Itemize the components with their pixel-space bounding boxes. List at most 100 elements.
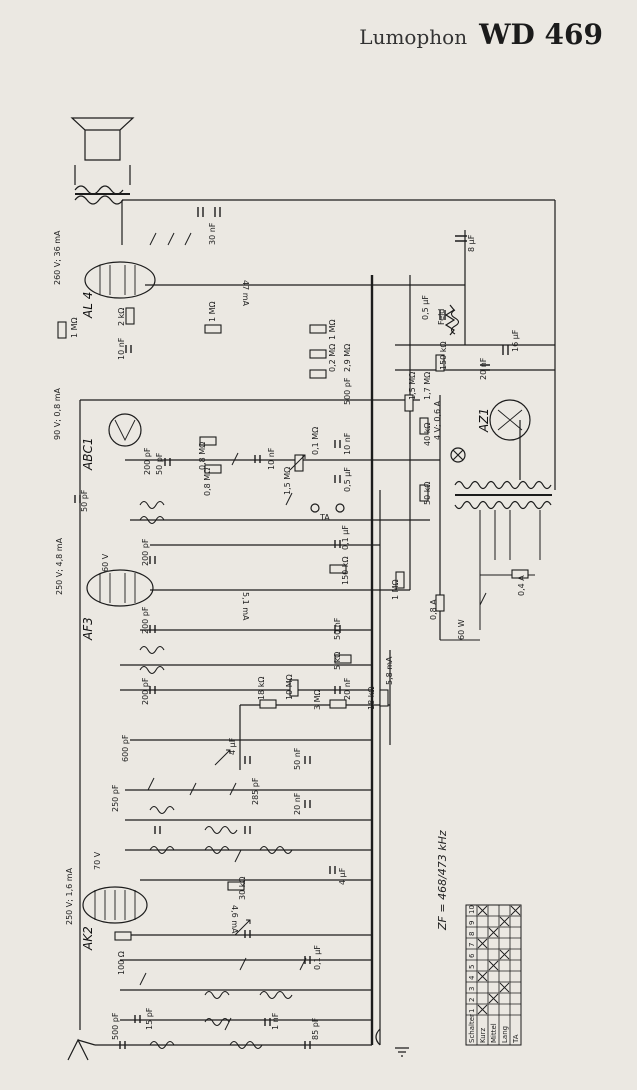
label-c15pf: 15 pF: [145, 1007, 154, 1030]
label-r15mv: 1,5 MΩ: [283, 467, 292, 495]
label-c50pf-b: 50 pF: [80, 489, 89, 512]
switch-table-mark: [488, 960, 499, 971]
label-r02: 0,2 MΩ: [328, 344, 337, 372]
switch-table-mark: [510, 905, 521, 916]
label-al4: AL 4: [81, 292, 95, 319]
label-c600pf: 600 pF: [121, 734, 130, 762]
label-r17m: 1,7 MΩ: [423, 372, 432, 400]
tube-ak2: [82, 886, 148, 924]
label-i46ma: 4,6 mA: [230, 905, 239, 934]
label-r30k: 30 kΩ: [238, 877, 247, 900]
tube-abc1: [108, 413, 142, 447]
label-c200pf-c: 200 pF: [141, 606, 150, 634]
label-c20nf-b: 20 nF: [343, 677, 352, 700]
label-i47ma: 47 mA: [241, 280, 250, 307]
label-i51ma: 5,1 mA: [241, 592, 250, 621]
label-r15m: 1,5 MΩ: [408, 372, 417, 400]
switch-table-mark: [488, 927, 499, 938]
switch-table-mark: [499, 949, 510, 960]
label-i58ma: 5,8 mA: [385, 656, 394, 685]
label-c1nf: 1 nF: [271, 1012, 280, 1030]
label-ak2-anode: 70 V: [93, 851, 102, 870]
label-abc1-voltage: 90 V; 0,8 mA: [53, 388, 62, 440]
label-c500pf-b: 500 pF: [111, 1012, 120, 1040]
label-ta: TA: [319, 513, 330, 522]
switch-table-mark: [488, 993, 499, 1004]
switch-table-row-label: Kurz: [479, 1027, 487, 1043]
tube-af3: [86, 569, 154, 607]
switch-table-header-cell: 1: [468, 1009, 476, 1013]
switch-table-mark: [477, 971, 488, 982]
label-c4uf: 4 μF: [228, 737, 237, 755]
label-r1m-a: 1 MΩ: [70, 317, 79, 338]
label-c200pf-d: 200 pF: [141, 677, 150, 705]
label-r3m: 3 MΩ: [313, 689, 322, 710]
tube-az1: [489, 399, 531, 441]
label-r18k-b: 18 kΩ: [367, 687, 376, 710]
label-af3-anode: 60 V: [101, 553, 110, 572]
switch-table-header-cell: 5: [468, 965, 476, 969]
component-labels: AL 4 ABC1 AF3 AK2 AZ1 260 V; 36 mA 90 V;…: [53, 222, 526, 1040]
label-r08m-b: 0,8 MΩ: [203, 468, 212, 496]
label-r150k-b: 150 kΩ: [341, 556, 350, 585]
label-c50nf-b: 50 nF: [293, 747, 302, 770]
label-c10nf-c: 10 nF: [343, 432, 352, 455]
switch-table-header-cell: 8: [468, 932, 476, 936]
label-c30nf: 30 nF: [208, 222, 217, 245]
label-r1m-b: 1 MΩ: [208, 301, 217, 322]
label-c250pf: 250 pF: [111, 784, 120, 812]
switch-table-mark: [477, 938, 488, 949]
label-r18k: 18 kΩ: [257, 677, 266, 700]
label-r40k: 40 kΩ: [423, 423, 432, 446]
label-r50k: 50 kΩ: [423, 482, 432, 505]
if-frequency-label: ZF = 468/473 kHz: [436, 830, 449, 931]
label-c285pf: 285 pF: [251, 777, 260, 805]
label-az1-fuse: 4 V; 0,6 A: [433, 400, 442, 440]
label-r10m: 10 MΩ: [285, 674, 294, 700]
label-c05uf-b: 0,5 μF: [343, 467, 352, 492]
label-c100: 100 Ω: [117, 951, 126, 975]
switch-table-header-cell: 10: [468, 905, 476, 914]
switch-table-header-cell: 2: [468, 998, 476, 1002]
header: Lumophon WD 469: [359, 18, 603, 51]
label-c500pf-a: 500 pF: [343, 377, 352, 405]
label-c50pf-a: 50 pF: [155, 452, 164, 475]
switch-table-row-label: Mittel: [490, 1023, 498, 1043]
label-af3: AF3: [81, 617, 95, 641]
label-af3-voltage: 250 V; 4,8 mA: [55, 537, 64, 595]
switch-table-row-label: Lang: [501, 1026, 509, 1043]
switch-table-mark: [477, 1004, 488, 1015]
label-c20nf-c: 20 nF: [293, 792, 302, 815]
switch-table-header-label: Schalter: [468, 1014, 476, 1043]
label-ak2-voltage: 250 V; 1,6 mA: [65, 867, 74, 925]
model-label: WD 469: [479, 18, 603, 51]
label-fuse2: 0,4 A: [517, 575, 526, 596]
label-c16uf: 16 μF: [511, 329, 520, 352]
switch-table-header-cell: 3: [468, 987, 476, 991]
label-c01uf-a: 0,1 μF: [341, 525, 350, 550]
label-c85pf: 85 pF: [311, 1017, 320, 1040]
label-r1m-c: 1 MΩ: [391, 579, 400, 600]
switch-table-mark: [477, 905, 488, 916]
label-power: 60 W: [457, 619, 466, 640]
label-r01m: 0,1 MΩ: [311, 427, 320, 455]
label-feld: Feld: [437, 309, 446, 325]
switch-table-row-label: TA: [512, 1034, 520, 1044]
label-c10nf-a: 10 nF: [117, 337, 126, 360]
label-r08m: 0,8 MΩ: [198, 442, 207, 470]
label-c200pf-b: 200 pF: [141, 538, 150, 566]
switch-table-header-cell: 6: [468, 953, 476, 958]
label-c50nf: 50 nF: [333, 617, 342, 640]
label-az1: AZ1: [477, 408, 491, 433]
label-ak2: AK2: [81, 926, 95, 951]
label-al4-voltage: 260 V; 36 mA: [53, 230, 62, 285]
label-r150k-a: 150 kΩ: [439, 341, 448, 370]
label-c200pf-a: 200 pF: [143, 447, 152, 475]
label-c05uf: 0,5 μF: [421, 295, 430, 320]
label-abc1: ABC1: [81, 438, 95, 471]
label-c01uf-b: 0,1 μF: [313, 945, 322, 970]
label-r2k: 2 kΩ: [117, 308, 126, 326]
